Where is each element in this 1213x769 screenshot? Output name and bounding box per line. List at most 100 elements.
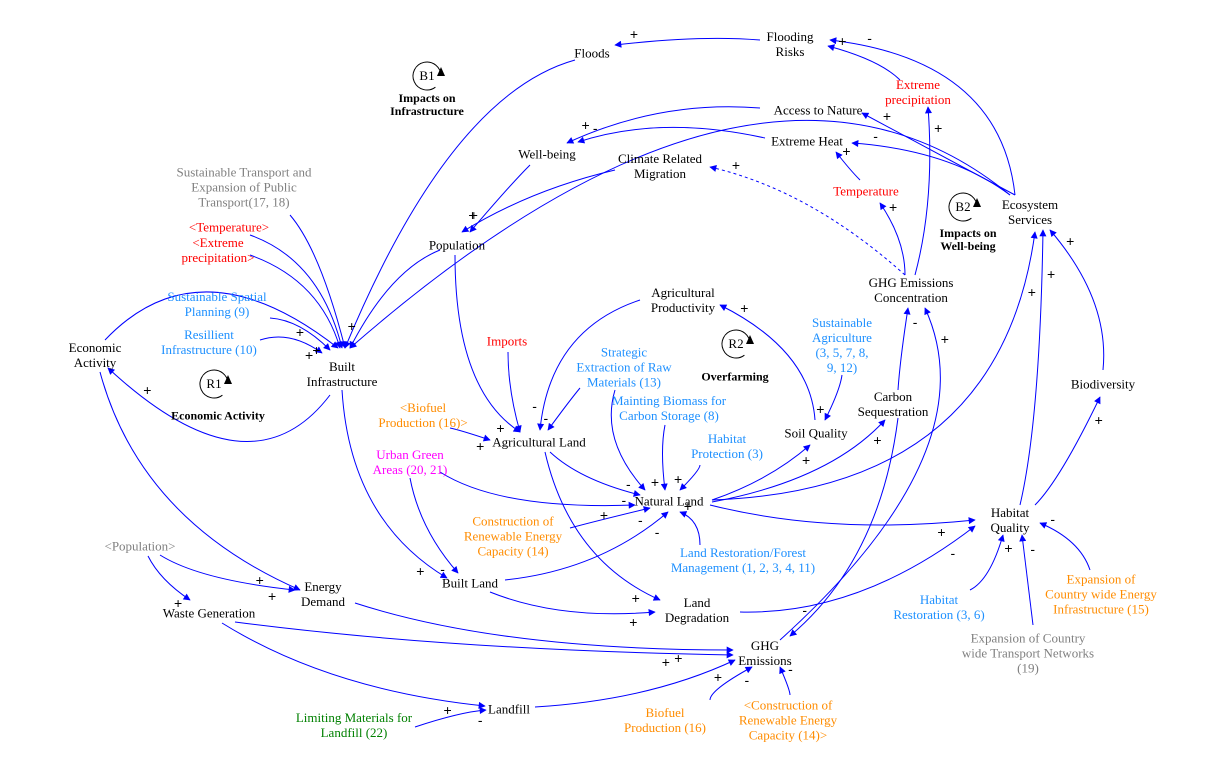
variable-ghg-emissions: GHG Emissions [738,638,792,668]
polarity-positive: + [674,650,683,667]
link-carbon-seq-to-ghg-emissions [789,417,899,637]
loop-id-r1: R1 [206,376,222,391]
link-habitat-restoration-to-habitat-quality [969,534,1005,591]
polarity-positive: + [629,614,638,631]
loop-arrow-icon [746,335,754,344]
polarity-negative: - [638,511,643,528]
polarity-negative: - [802,601,808,618]
link-waste-generation-to-landfill [221,622,486,709]
variable-climate-migration: Climate Related Migration [617,151,703,181]
loop-title-r2: Overfarming [701,369,769,384]
link-biodiversity-to-ecosystem-services [1049,229,1105,371]
polarity-positive: + [143,381,152,398]
link-maintain-biomass-to-natural-land [660,424,668,491]
link-imports-to-ag-land [507,351,522,433]
variable-floods: Floods [574,45,610,61]
link-limiting-materials-to-landfill [414,706,487,728]
variable-biofuel-production: Biofuel Production (16) [624,705,706,735]
link-soil-quality-to-ag-productivity [719,304,816,421]
link-ecosystem-services-to-built-infra [349,119,1011,349]
polarity-positive: + [842,142,851,159]
polarity-positive: + [599,506,609,523]
variable-well-being: Well-being [518,146,576,162]
link-land-degradation-to-habitat-quality [739,525,976,613]
loop-id-r2: R2 [728,336,744,351]
variable-landfill: Landfill [488,701,530,717]
link-sust-spatial-to-built-infra [269,317,331,351]
link-population-to-built-infra [349,249,441,349]
variable-soil-quality: Soil Quality [784,425,848,441]
link-renewable-shadow-to-ghg-emissions [779,666,791,696]
loop-circle-b2-icon [948,192,978,222]
polarity-positive: + [882,108,892,125]
polarity-positive: + [674,471,683,488]
variable-built-infra: Built Infrastructure [306,359,378,389]
link-temp-shadow-to-built-infra [249,234,344,349]
polarity-positive: + [937,523,946,540]
polarity-positive: + [1027,283,1036,300]
link-natural-land-to-habitat-quality [709,504,976,526]
polarity-positive: + [295,324,305,341]
variable-biofuel-shadow: <Biofuel Production (16)> [378,400,468,430]
link-carbon-seq-to-ghg-conc [897,307,911,391]
link-renewable-construction-to-natural-land [569,506,651,529]
variable-habitat-protection: Habitat Protection (3) [691,431,763,461]
link-expansion-transport-to-habitat-quality [1019,534,1034,626]
polarity-negative: - [543,409,549,426]
polarity-positive: + [731,156,741,173]
variable-ghg-conc: GHG Emissions Concentration [868,275,954,305]
variable-ag-land: Agricultural Land [492,434,586,450]
loop-arrow-icon [224,375,232,384]
polarity-negative: - [626,476,631,493]
loop-circle-b1-icon [412,61,442,91]
variable-limiting-materials: Limiting Materials for Landfill (22) [295,710,413,740]
variable-population-shadow: <Population> [104,538,176,554]
polarity-negative: - [867,29,872,46]
link-precip-shadow-to-built-infra [249,254,342,349]
link-ag-land-to-natural-land [549,451,641,497]
variable-habitat-quality: Habitat Quality [990,505,1030,535]
variable-access-nature: Access to Nature [773,102,863,118]
link-ghg-conc-to-climate-migration [709,165,906,276]
polarity-positive: + [661,654,670,671]
polarity-negative: - [788,660,793,677]
variable-carbon-seq: Carbon Sequestration [857,389,929,419]
link-built-infra-to-built-land [341,389,448,579]
variable-precip-shadow: <Extreme precipitation> [181,235,255,265]
polarity-positive: + [267,588,277,605]
variable-maintain-biomass: Mainting Biomass for Carbon Storage (8) [611,393,727,423]
variable-urban-green: Urban Green Areas (20, 21) [372,447,448,477]
link-built-infra-to-economic-activity [107,367,331,443]
polarity-positive: + [312,341,321,358]
polarity-negative: - [592,119,598,136]
loop-id-b1: B1 [419,68,435,83]
link-economic-activity-to-built-infra [104,291,339,349]
link-habitat-quality-to-ecosystem-services [1019,229,1047,506]
polarity-negative: - [950,545,956,562]
link-sust-agriculture-to-soil-quality [824,374,843,421]
polarity-positive: + [1066,232,1075,249]
polarity-positive: + [469,206,478,223]
variable-renewable-construction: Construction of Renewable Energy Capacit… [463,513,563,559]
polarity-positive: + [631,589,640,606]
link-ghg-emissions-to-ghg-conc [779,307,941,641]
link-climate-migration-to-population [461,169,616,233]
polarity-positive: + [740,300,749,317]
loop-arrow-icon [437,67,445,76]
polarity-negative: - [532,398,537,415]
link-built-land-to-land-degradation [489,591,656,617]
link-natural-land-to-ecosystem-services [711,231,1038,501]
link-habitat-quality-to-biodiversity [1034,396,1101,506]
polarity-positive: + [1046,266,1056,283]
loop-title-b1: Impacts on Infrastructure [390,91,464,118]
link-population-shadow-to-energy-demand [159,554,296,593]
variable-economic-activity: Economic Activity [68,340,122,370]
variable-natural-land: Natural Land [634,493,704,509]
link-biofuel-shadow-to-ag-land [449,427,491,442]
polarity-positive: + [889,198,898,215]
variable-imports: Imports [486,333,528,349]
link-strategic-extraction-to-ag-land [547,387,581,431]
link-land-restoration-to-natural-land [679,511,701,546]
polarity-negative: - [1030,540,1036,557]
